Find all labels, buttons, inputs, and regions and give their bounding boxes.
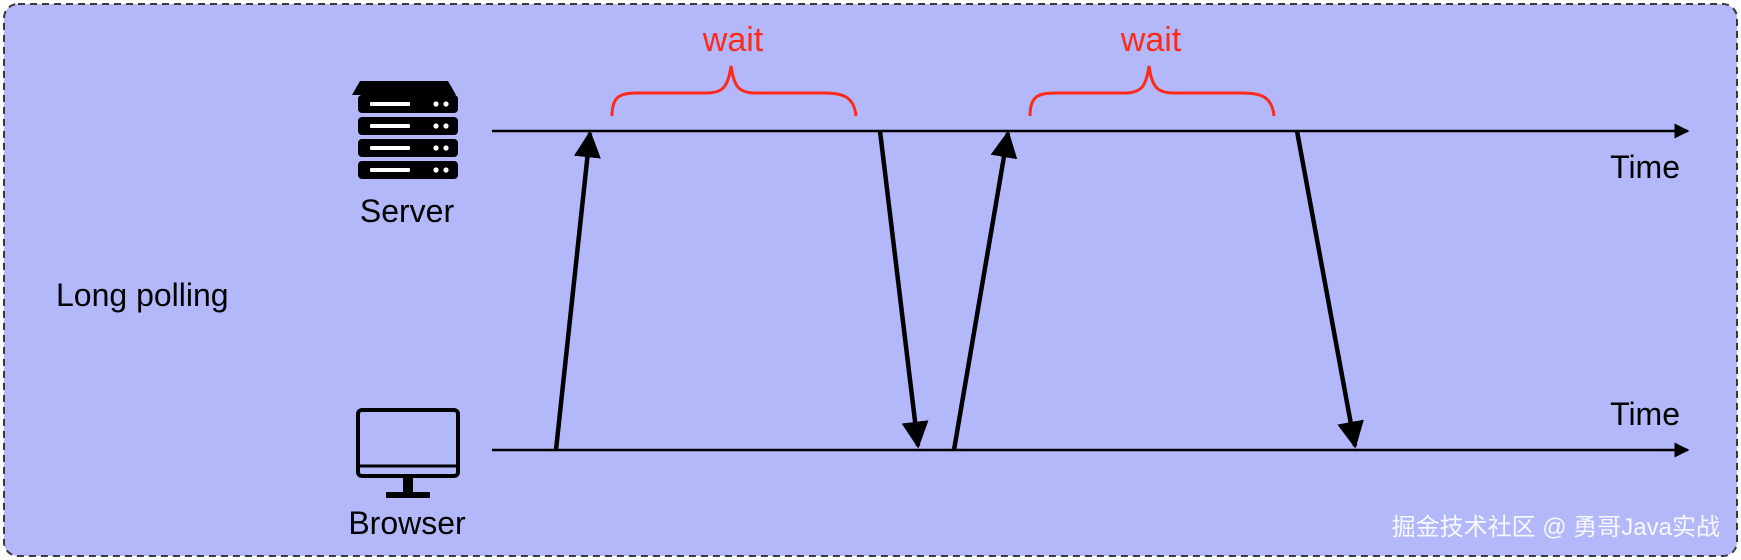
server-time-label: Time bbox=[1610, 149, 1680, 185]
server-rack-icon bbox=[352, 81, 458, 179]
response-arrow-1 bbox=[877, 130, 929, 449]
response-arrow-2 bbox=[1294, 130, 1364, 449]
monitor-icon bbox=[356, 408, 460, 498]
browser-label: Browser bbox=[348, 505, 466, 541]
wait-label-1: wait bbox=[702, 21, 764, 59]
watermark: 掘金技术社区 @ 勇哥Java实战 bbox=[1392, 514, 1720, 541]
wait-brace-2 bbox=[1028, 65, 1276, 117]
wait-label-2: wait bbox=[1120, 21, 1182, 59]
request-arrow-2 bbox=[951, 130, 1018, 451]
diagram-background bbox=[3, 3, 1738, 557]
wait-brace-1 bbox=[610, 65, 858, 117]
request-arrow-1 bbox=[553, 130, 601, 451]
server-label: Server bbox=[360, 193, 455, 229]
diagram-title: Long polling bbox=[56, 277, 229, 313]
browser-time-label: Time bbox=[1610, 396, 1680, 432]
